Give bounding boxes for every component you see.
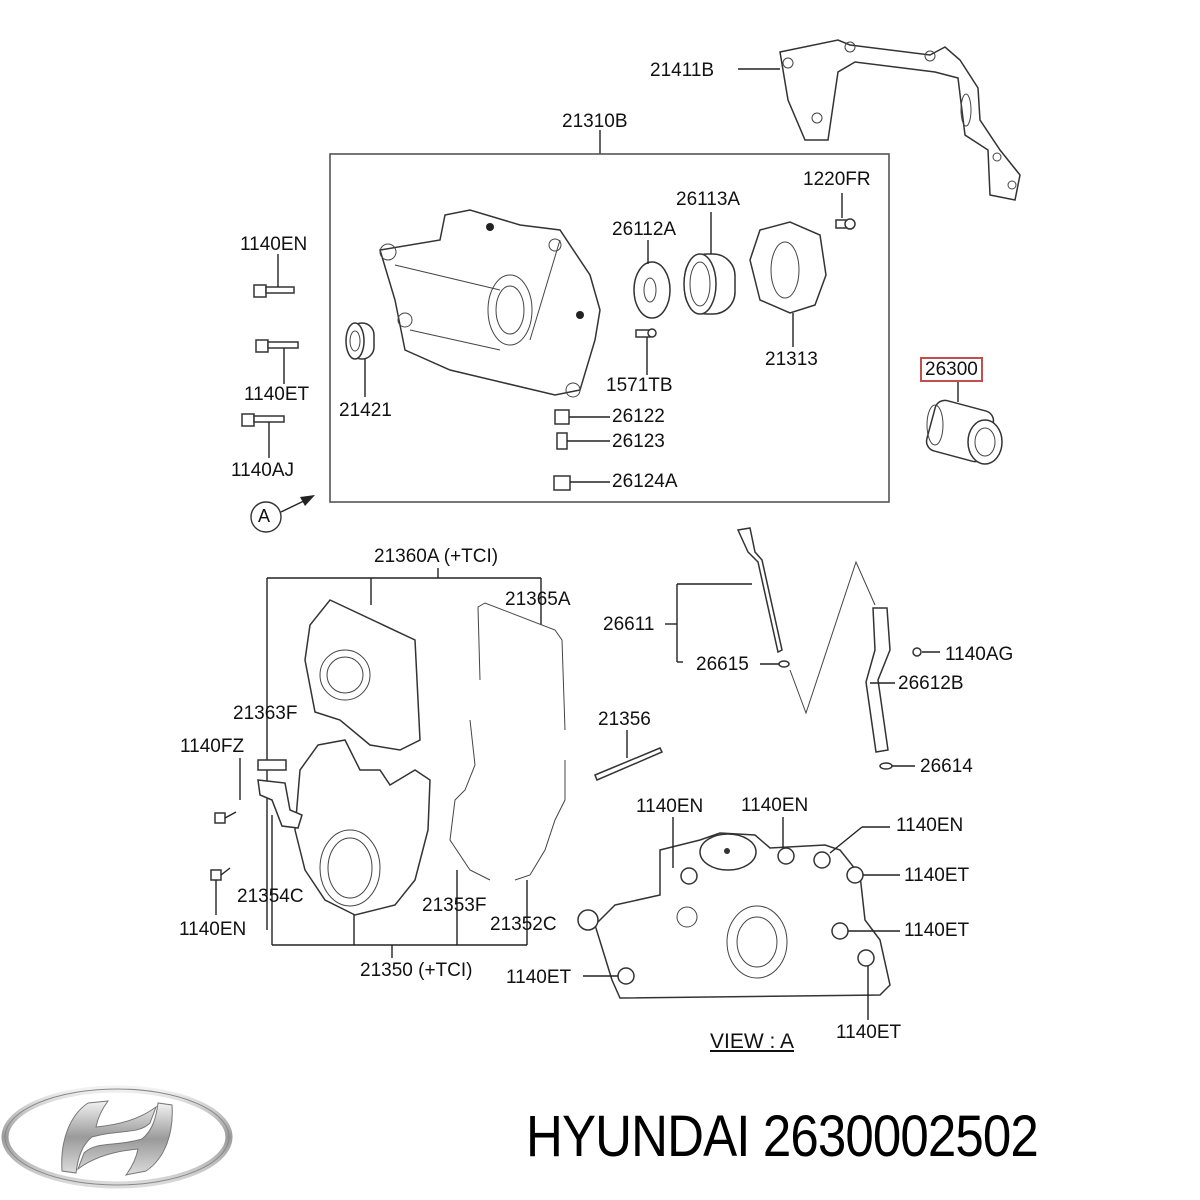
part-number: 2630002502 (762, 1104, 1039, 1169)
o-ring-26615 (778, 660, 790, 668)
bearing-21421 (345, 322, 375, 360)
view-a-caption: VIEW : A (710, 1030, 795, 1053)
label-26300-highlighted[interactable]: 26300 (920, 357, 983, 382)
label-1140en-view-3: 1140EN (896, 815, 964, 836)
bolt-1140fz (214, 811, 237, 824)
label-26113a: 26113A (676, 189, 741, 210)
label-26112a: 26112A (612, 219, 677, 240)
seal-21363f (257, 759, 287, 771)
label-21411b: 21411B (650, 60, 715, 81)
seal-21356 (594, 747, 664, 781)
circle-a-label: A (258, 506, 271, 526)
seal-21354c (257, 779, 303, 829)
label-21350: 21350 (+TCI) (360, 960, 473, 981)
label-21365a: 21365A (505, 589, 571, 610)
timing-cover-lower-21350 (294, 739, 431, 916)
spring-26123 (556, 432, 568, 450)
label-21313: 21313 (765, 349, 818, 370)
hyundai-logo-icon (1, 1085, 233, 1189)
label-26122: 26122 (612, 406, 665, 427)
cover-21313 (749, 221, 827, 314)
label-1140en-lower: 1140EN (179, 919, 247, 940)
label-26611: 26611 (603, 614, 655, 635)
label-26612b: 26612B (898, 673, 964, 694)
label-26124a: 26124A (612, 471, 678, 492)
dipstick-guide-26612b (865, 607, 891, 753)
label-1140fz: 1140FZ (180, 736, 245, 757)
oil-filter-26300 (925, 380, 1003, 465)
gasket-21352c (514, 760, 566, 881)
valve-26122 (554, 409, 570, 425)
dipstick-26611 (736, 527, 783, 654)
screw-1220fr (835, 218, 856, 230)
view-a-marker (250, 501, 282, 533)
label-21352c: 21352C (490, 914, 557, 935)
label-1140et-view-4: 1140ET (836, 1022, 902, 1043)
gasket-21411b (779, 39, 1021, 201)
label-1140en-view-1: 1140EN (636, 796, 704, 817)
label-21360a: 21360A (+TCI) (374, 546, 499, 567)
screw-1571tb (635, 328, 657, 338)
timing-cover-upper-21360a (304, 599, 421, 751)
label-1140et-view-1: 1140ET (904, 865, 970, 886)
o-ring-26614 (879, 762, 893, 770)
gasket-21353f (449, 719, 491, 881)
label-21353f: 21353F (422, 895, 487, 916)
label-1140aj: 1140AJ (231, 460, 295, 481)
plug-26124a (553, 475, 571, 491)
oil-pump-housing (379, 209, 601, 398)
label-1140en-view-2: 1140EN (741, 795, 809, 816)
bolt-1140en-lower (210, 867, 231, 881)
label-21421: 21421 (339, 400, 392, 421)
brand-name: HYUNDAI (526, 1104, 750, 1169)
bolt-1140en (253, 284, 295, 298)
gasket-21365a (477, 602, 566, 731)
label-1140et-view-2: 1140ET (904, 920, 970, 941)
bolt-1140aj (241, 413, 285, 427)
group-box-21310b (329, 153, 890, 503)
label-1140et-view-3: 1140ET (506, 967, 572, 988)
brand-part-number: HYUNDAI 2630002502 (526, 1108, 1039, 1166)
label-1220fr: 1220FR (803, 169, 871, 190)
oil-pump-view-a (577, 832, 891, 999)
bolt-1140et (255, 339, 299, 353)
label-21354c: 21354C (237, 886, 304, 907)
gear-26112a (633, 261, 671, 319)
label-1571tb: 1571TB (606, 375, 673, 396)
label-21356: 21356 (598, 709, 651, 730)
label-26615: 26615 (696, 654, 749, 675)
label-26123: 26123 (612, 431, 665, 452)
label-1140ag: 1140AG (945, 644, 1014, 665)
label-1140et: 1140ET (244, 384, 310, 405)
label-21310b: 21310B (562, 111, 628, 132)
label-21363f: 21363F (233, 703, 298, 724)
label-26614: 26614 (920, 756, 973, 777)
label-1140en: 1140EN (240, 234, 308, 255)
rotor-26113a (683, 253, 736, 315)
